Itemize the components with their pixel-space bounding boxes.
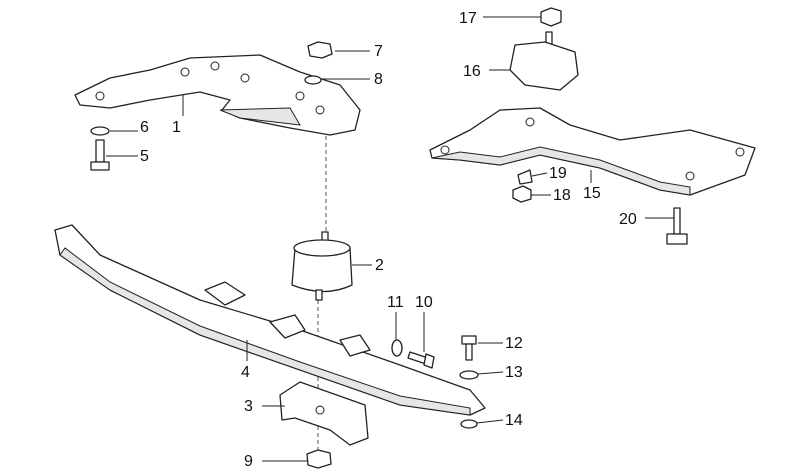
part-bolt-10[interactable] [407,351,435,369]
callout-1: 1 [172,119,181,136]
callout-12: 12 [505,335,523,352]
part-washer-19[interactable] [517,169,533,185]
part-transmission-crossmember[interactable] [429,107,756,196]
part-nut-17[interactable] [540,7,562,27]
part-nut-9[interactable] [306,449,332,469]
part-nut-7[interactable] [307,41,333,59]
callout-20: 20 [619,211,637,228]
part-washer-8[interactable] [304,75,322,85]
callout-17: 17 [459,10,477,27]
callout-11: 11 [387,294,404,311]
part-washer-14[interactable] [460,419,478,429]
part-bolt-20[interactable] [666,207,688,245]
callout-8: 8 [374,71,383,88]
callout-14: 14 [505,412,523,429]
part-washer-13[interactable] [459,370,479,380]
part-rubber-mount[interactable] [291,231,353,301]
part-transmission-mount[interactable] [509,31,579,91]
callout-18: 18 [553,187,571,204]
callout-7: 7 [374,43,383,60]
part-nut-18[interactable] [512,185,532,203]
part-bolt-5[interactable] [90,139,110,171]
callout-4: 4 [241,364,250,381]
leader-lines [106,16,674,462]
callout-19: 19 [549,165,567,182]
part-washer-11[interactable] [391,339,403,357]
part-upper-bracket[interactable] [74,54,361,136]
callout-15: 15 [583,185,601,202]
part-bolt-12[interactable] [461,335,477,361]
callout-2: 2 [375,257,384,274]
part-lower-bracket[interactable] [279,381,369,446]
callout-3: 3 [244,398,253,415]
part-washer-6[interactable] [90,126,110,136]
callout-9: 9 [244,453,253,470]
callout-16: 16 [463,63,481,80]
callout-10: 10 [415,294,433,311]
callout-6: 6 [140,119,149,136]
callout-13: 13 [505,364,523,381]
part-crossmember[interactable] [54,224,486,416]
callout-5: 5 [140,148,149,165]
